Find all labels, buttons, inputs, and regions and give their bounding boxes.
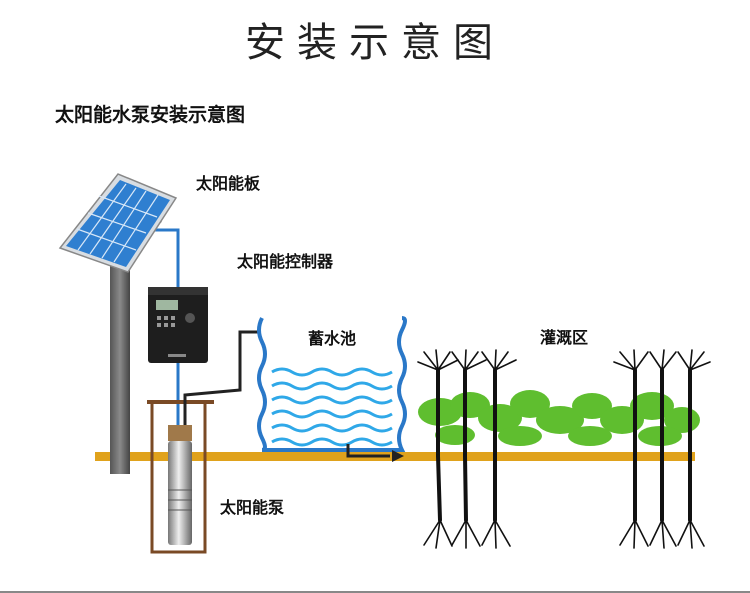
panel-cable: [150, 228, 180, 290]
irrigation-label: 灌溉区: [540, 328, 589, 347]
controller-icon: [148, 287, 208, 363]
irrigation-foliage: [418, 390, 700, 446]
delivery-pipe: [183, 330, 290, 425]
pump-icon: [168, 425, 192, 545]
controller-label: 太阳能控制器: [237, 252, 334, 271]
reservoir-label: 蓄水池: [308, 329, 357, 348]
solar-panel-label: 太阳能板: [196, 174, 261, 193]
solar-panel-icon: [58, 173, 178, 273]
pump-label: 太阳能泵: [220, 498, 285, 517]
mount-pole: [110, 262, 130, 474]
well: [150, 402, 207, 554]
page-title: 安装示意图: [245, 20, 505, 66]
irrigation-trees: [417, 349, 711, 549]
outlet-arrow-icon: [346, 444, 404, 462]
bottom-divider: [0, 591, 750, 593]
reservoir: [257, 316, 407, 452]
diagram-title: 太阳能水泵安装示意图: [55, 104, 246, 126]
